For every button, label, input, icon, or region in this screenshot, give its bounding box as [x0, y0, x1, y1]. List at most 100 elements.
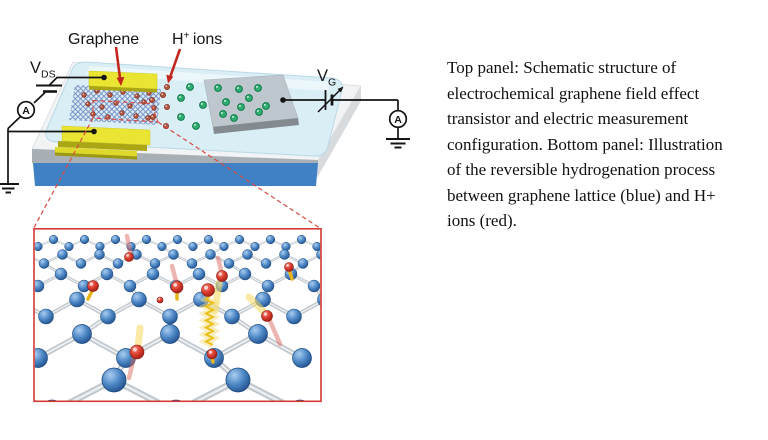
carbon-atom [219, 241, 229, 252]
carbon-atom [186, 258, 198, 269]
carbon-atom [250, 241, 260, 252]
green-ion [255, 108, 263, 116]
caption-line: of the reversible hydrogenation process [447, 160, 716, 179]
h-ion-sphere-highlight [204, 285, 208, 290]
vds-wire-top [48, 76, 104, 87]
h-ion-dot [163, 84, 170, 91]
red-streak [267, 318, 283, 347]
h-ion-dot [99, 104, 105, 110]
carbon-bond-highlight [34, 355, 39, 359]
h-ion-dot-highlight [146, 116, 149, 119]
carbon-atom [279, 249, 290, 260]
vds-wire-battery-ammeter [33, 91, 46, 104]
vds-label: VDS [30, 59, 56, 81]
carbon-atom [160, 324, 180, 344]
carbon-atom [234, 234, 245, 245]
h-ion-sphere [87, 280, 99, 292]
h-ion-dot [119, 110, 125, 116]
h-ion-dot [163, 104, 170, 111]
h-ion-sphere [129, 344, 145, 360]
h-ion-sphere-highlight [158, 298, 161, 300]
carbon-atom [307, 279, 321, 293]
carbon-atom [72, 324, 92, 344]
h-ion-sphere-highlight [89, 282, 93, 286]
green-ion [192, 122, 200, 130]
h-ion-dot [133, 113, 139, 119]
h-ion-dot-highlight [150, 98, 153, 101]
carbon-atom [8, 292, 23, 307]
carbon-atom [297, 258, 309, 269]
ions-in-electrolyte [148, 83, 270, 130]
green-ion-highlight [236, 86, 239, 89]
carbon-atom [168, 249, 179, 260]
vg-label: VG [317, 67, 336, 89]
ammeter-right-icon [388, 109, 408, 129]
graphene-lattice-3d [0, 234, 321, 401]
h-ion-sphere [201, 283, 215, 297]
carbon-atom [238, 267, 252, 281]
ground-icon-left [0, 183, 19, 194]
carbon-atom [141, 234, 152, 245]
h-ion-sphere-highlight [173, 283, 177, 287]
ammeter-left-icon [16, 100, 36, 120]
h-ion-sphere-highlight [126, 254, 129, 257]
green-ion [235, 85, 243, 93]
h-ion-dot-highlight [135, 94, 138, 97]
vds-circuit [0, 74, 107, 194]
red-streak [124, 233, 133, 255]
caption-line: electrochemical graphene field effect [447, 83, 700, 103]
h-ion-dot [159, 92, 166, 99]
green-ion [245, 94, 253, 102]
h-ion-dot [148, 97, 155, 104]
h-ion-dot-highlight [106, 115, 109, 118]
carbon-atom [75, 258, 87, 269]
yellow-beam [134, 324, 144, 352]
caption-line: Top panel: Schematic structure of [447, 58, 677, 77]
green-ion [230, 114, 238, 122]
carbon-atom [205, 249, 216, 260]
carbon-atom [192, 267, 206, 281]
carbon-atom [316, 249, 321, 260]
green-ion [254, 84, 262, 92]
h-ion-sphere-highlight [209, 350, 212, 354]
carbon-bond [34, 355, 41, 363]
h-ion-dot-highlight [165, 105, 168, 108]
caption-line: transistor and electric measurement [447, 109, 689, 128]
carbon-atom [157, 241, 167, 252]
h-ion-dot [127, 103, 133, 109]
green-ion [262, 102, 270, 110]
carbon-atom [38, 258, 50, 269]
carbon-atom [21, 250, 31, 260]
h-ion-dot-highlight [134, 114, 137, 117]
green-ion-highlight [256, 109, 259, 112]
carbon-atom [9, 268, 21, 280]
graphene-arrow-icon [114, 46, 125, 86]
figure-caption: Top panel: Schematic structure of electr… [447, 55, 768, 234]
carbon-bond [34, 353, 41, 361]
h-ion-dot-highlight [95, 89, 98, 92]
yellow-beam [211, 279, 223, 315]
h-ion-dot-highlight [128, 104, 131, 107]
green-ion [219, 110, 227, 118]
h-ion-sphere-highlight [132, 347, 137, 352]
carbon-atom [0, 325, 4, 344]
vg-circuit [280, 89, 410, 149]
green-ion-highlight [178, 95, 181, 98]
green-ion-highlight [246, 95, 249, 98]
carbon-atom [100, 267, 114, 281]
caption-line: ions (red). [447, 211, 517, 230]
green-ion [186, 83, 194, 91]
carbon-atom [57, 249, 68, 260]
h-ion-sphere [156, 296, 164, 304]
carbon-atom [38, 308, 54, 325]
green-ion [237, 103, 245, 111]
carbon-atom [265, 234, 276, 245]
carbon-atom [18, 235, 27, 244]
carbon-atom [242, 249, 253, 260]
h-ion-sphere [206, 348, 218, 360]
graphene-label: Graphene [68, 31, 139, 48]
green-ion [199, 101, 207, 109]
h-ion-dot-highlight [161, 93, 164, 96]
source-electrode [88, 70, 158, 93]
